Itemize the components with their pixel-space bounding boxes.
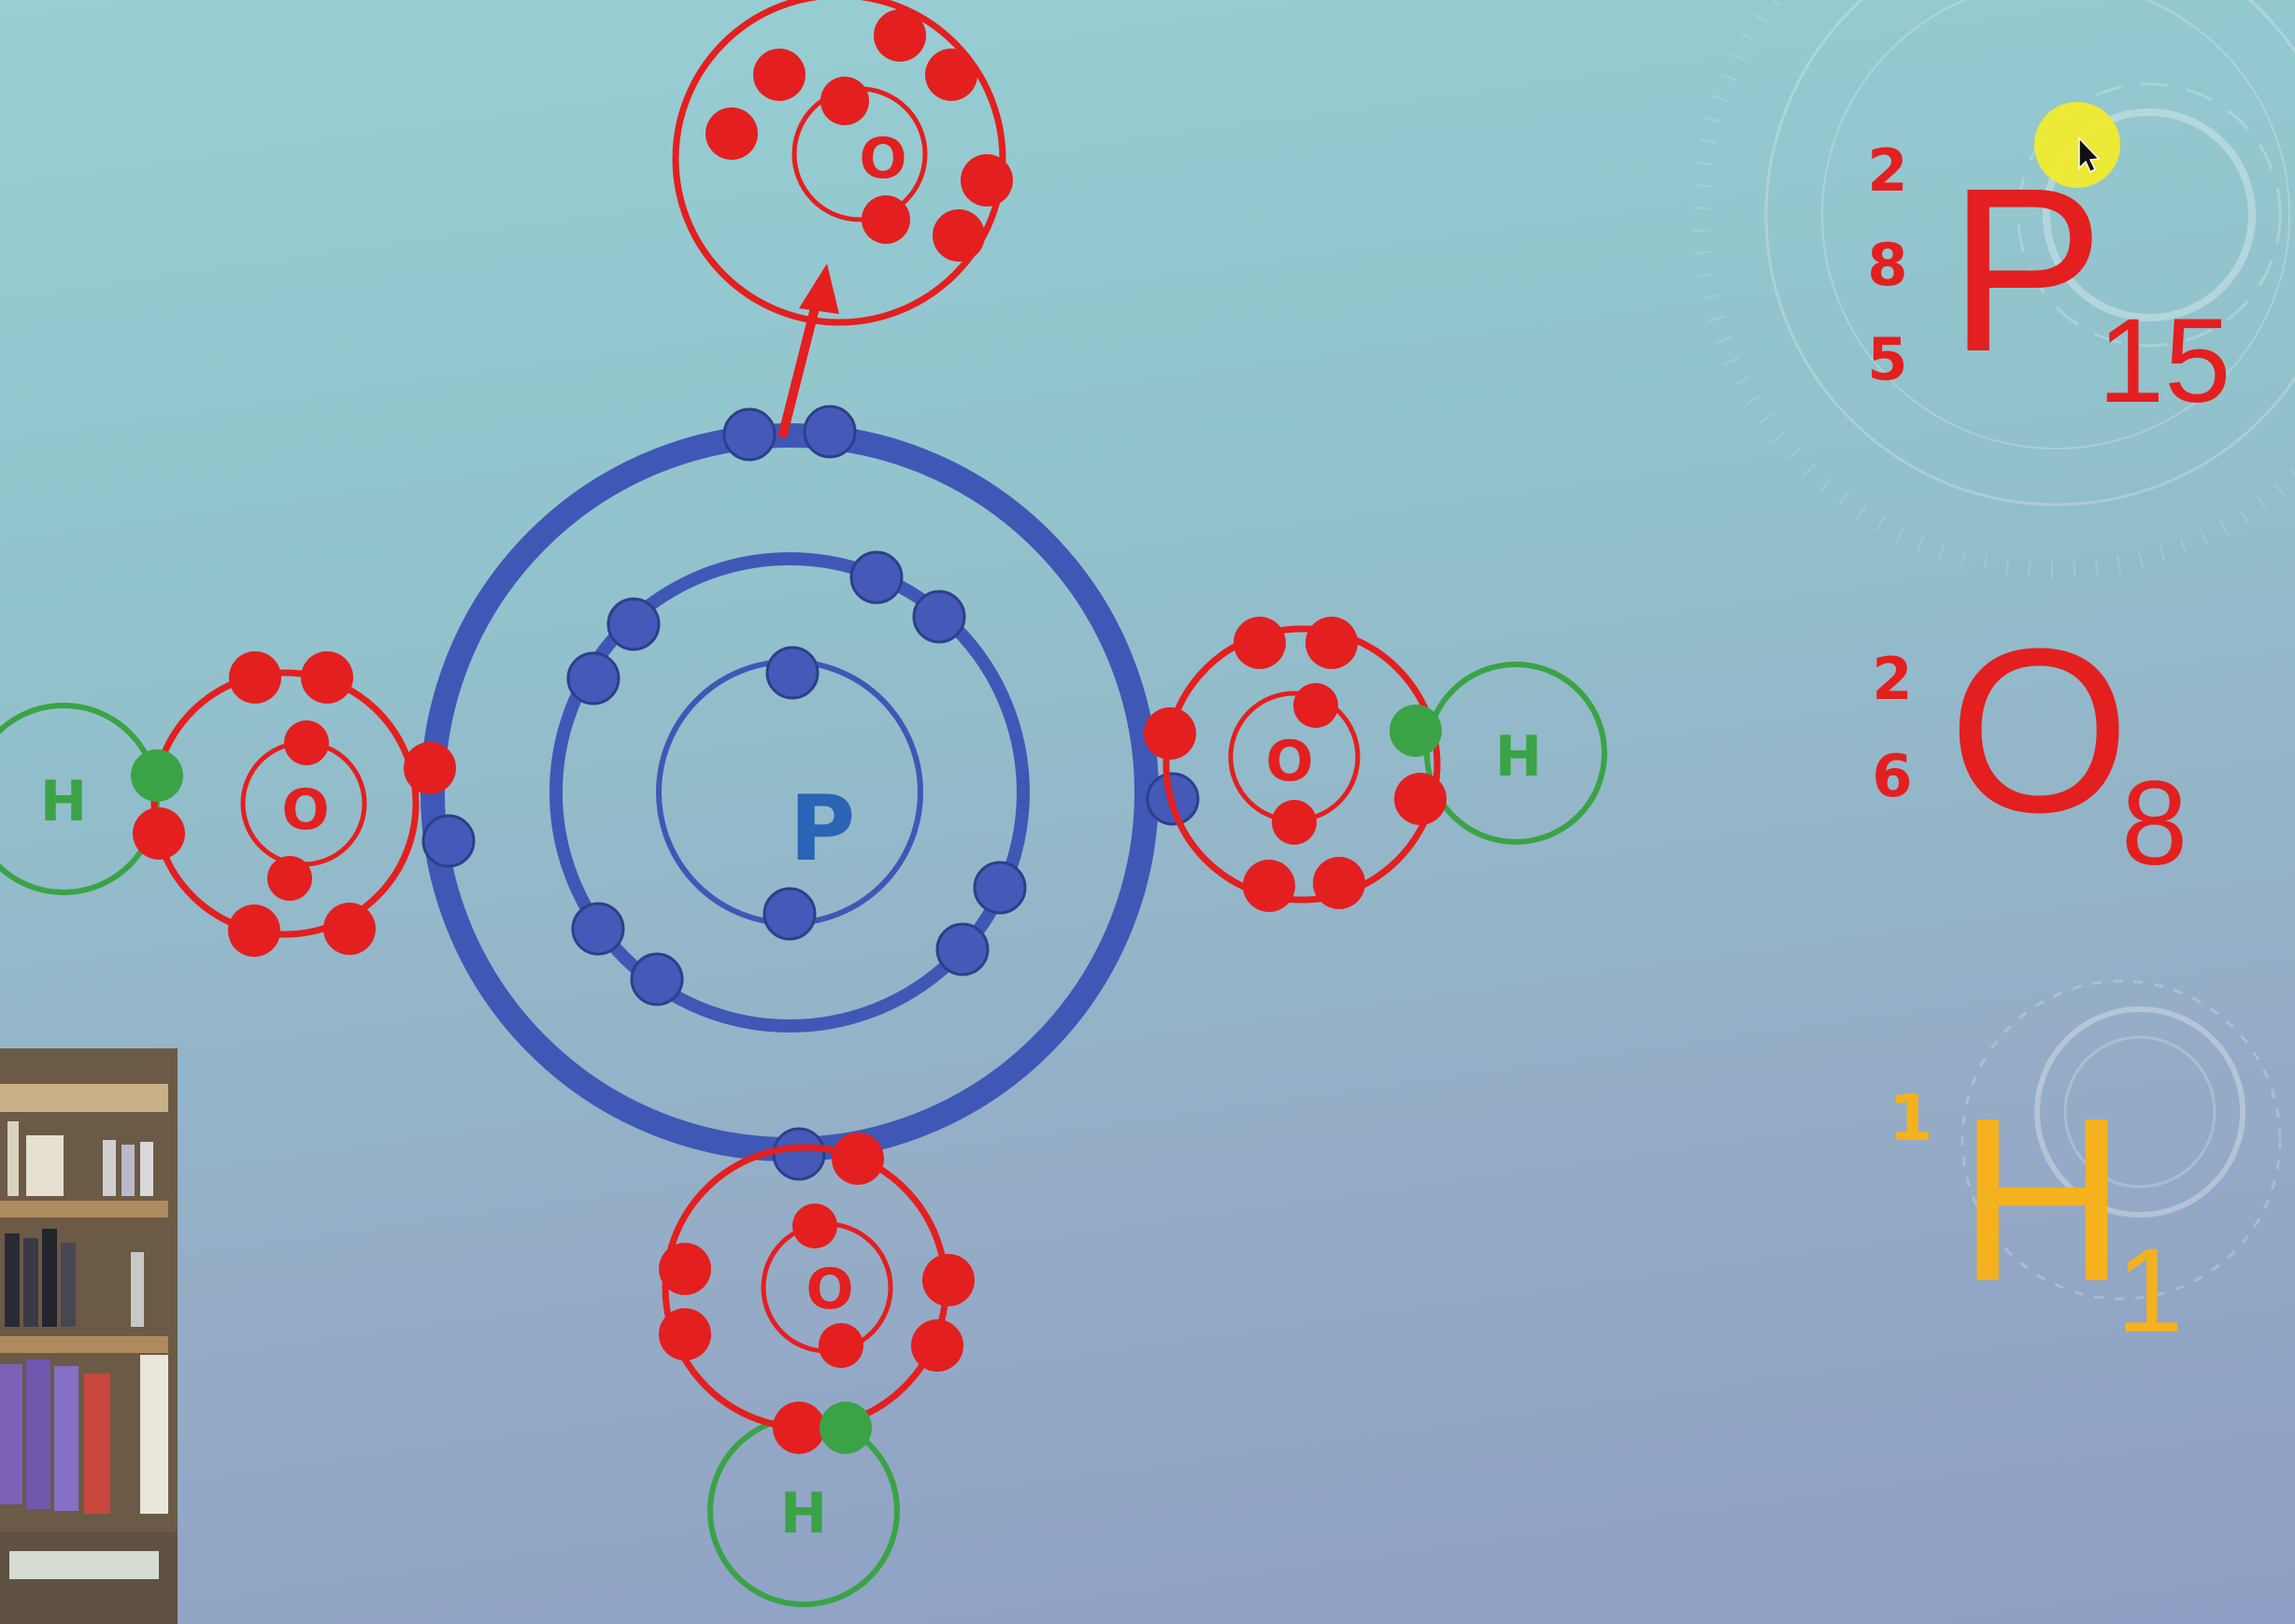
phosphorus-config-1: 2 bbox=[1867, 136, 1907, 205]
cursor-arrow-icon bbox=[2078, 136, 2101, 174]
oxygen-right: O bbox=[1144, 617, 1447, 912]
hydrogen-atomic-number: 1 bbox=[2117, 1224, 2183, 1358]
legend-hydrogen: 1 H 1 bbox=[1889, 1069, 2183, 1358]
oxygen-top: O bbox=[672, 0, 1013, 326]
oxygen-left-label: O bbox=[281, 777, 329, 843]
phosphorus-atom: P bbox=[421, 405, 1200, 1181]
oxygen-symbol: O bbox=[1948, 600, 2130, 861]
hydrogen-bottom-label: H bbox=[780, 1481, 827, 1546]
phosphorus-config-3: 5 bbox=[1867, 325, 1907, 393]
phosphorus-middle-shell bbox=[549, 552, 1030, 1033]
legend-phosphorus: 2 8 5 P 15 bbox=[1867, 136, 2231, 428]
oxygen-bottom: O bbox=[659, 1133, 975, 1454]
oxygen-bottom-label: O bbox=[805, 1257, 853, 1322]
hydrogen-electrons bbox=[131, 705, 1442, 1454]
oxygen-right-label: O bbox=[1265, 729, 1313, 794]
webcam-overlay bbox=[0, 1048, 178, 1624]
cursor-highlight bbox=[2034, 102, 2120, 188]
oxygen-left: O bbox=[133, 651, 456, 957]
legend-oxygen: 2 6 O 8 bbox=[1872, 600, 2188, 890]
oxygen-top-outer-shell bbox=[672, 0, 1006, 326]
background-decoration bbox=[1692, 0, 2295, 1301]
hydrogen-right-label: H bbox=[1495, 724, 1542, 790]
hydrogen-symbol: H bbox=[1958, 1069, 2127, 1330]
oxygen-config-1: 2 bbox=[1872, 645, 1912, 713]
oxygen-config-2: 6 bbox=[1872, 742, 1912, 810]
hydrogen-config-1: 1 bbox=[1889, 1082, 1932, 1156]
phosphorus-config-2: 8 bbox=[1867, 231, 1907, 299]
phosphorus-atomic-number: 15 bbox=[2098, 294, 2231, 428]
oxygen-atomic-number: 8 bbox=[2121, 757, 2188, 890]
oxygen-left-outer-shell bbox=[150, 669, 420, 938]
oxygen-top-label: O bbox=[859, 126, 906, 192]
hydrogen-left-label: H bbox=[40, 769, 87, 834]
oxygen-right-outer-shell bbox=[1162, 625, 1441, 904]
phosphorus-electrons bbox=[421, 405, 1200, 1181]
phosphorus-label: P bbox=[790, 776, 855, 881]
